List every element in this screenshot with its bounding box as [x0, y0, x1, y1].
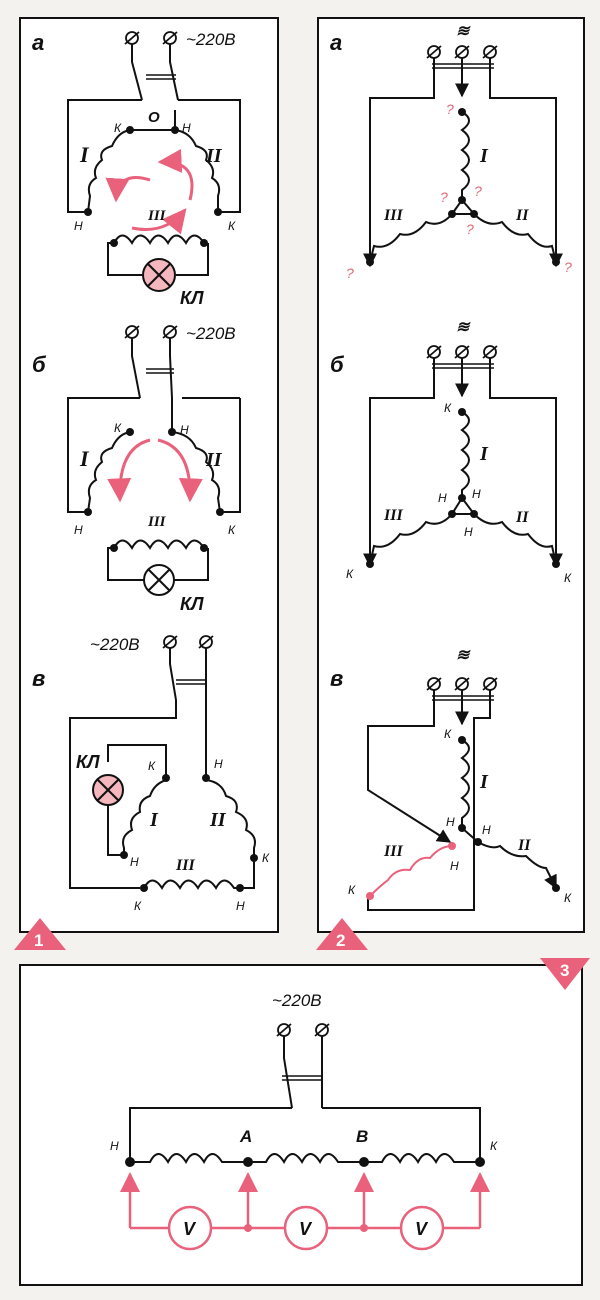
voltmeter-1	[167, 1205, 213, 1251]
label-2b-winding-2: II	[515, 509, 529, 526]
ac-symbol-2v: ≋	[456, 647, 471, 664]
label-2b-letter: б	[330, 352, 345, 377]
panel-1	[19, 17, 279, 933]
voltmeter-3-label: V	[415, 1219, 429, 1239]
label-2v-n-red: Н	[450, 859, 459, 873]
label-1a-n2: Н	[74, 219, 83, 233]
label-1b-letter: б	[32, 352, 47, 377]
voltmeter-1-label: V	[183, 1219, 197, 1239]
label-1v-n1: Н	[130, 855, 139, 869]
label-2v-n-mid: Н	[446, 815, 455, 829]
label-2v-winding-2: II	[517, 837, 531, 854]
voltage-label-3: ~220В	[272, 991, 322, 1010]
label-1v-k2: К	[262, 851, 270, 865]
badge-3: 3	[540, 958, 590, 990]
voltmeter-2-label: V	[299, 1219, 313, 1239]
label-1a-k2: К	[228, 219, 236, 233]
voltmeter-circuit	[120, 1172, 490, 1251]
label-2v-winding-1: I	[479, 771, 489, 793]
label-3-point-b: В	[356, 1127, 368, 1146]
diagram-2v: в ≋ К Н Н Н К К I III II	[330, 647, 572, 911]
label-1v-k3: К	[134, 899, 142, 913]
label-1a-winding-3: III	[147, 208, 167, 224]
label-1a-winding-2: II	[205, 145, 223, 167]
badge-1: 1	[14, 918, 66, 950]
diagram-1a: а ~220В О К Н Н К I II III КЛ	[32, 30, 241, 308]
label-1v-winding-1: I	[149, 809, 159, 831]
diagram-1b: б ~220В К Н Н К I II III КЛ	[32, 324, 241, 614]
label-2a-q1: ?	[446, 101, 454, 117]
label-1b-k1: К	[114, 421, 122, 435]
voltage-label-1b: ~220В	[186, 324, 236, 343]
voltage-label: ~220В	[186, 30, 236, 49]
label-1v-n2: Н	[214, 757, 223, 771]
diagram-1v: в ~220В КЛ К Н Н К К Н I II III	[32, 635, 270, 913]
panel-2	[317, 17, 585, 933]
svg-text:2: 2	[336, 931, 345, 950]
svg-text:3: 3	[560, 961, 569, 980]
label-1b-k2: К	[228, 523, 236, 537]
label-1a-lamp: КЛ	[180, 288, 204, 308]
label-1b-winding-1: I	[79, 446, 90, 471]
label-2a-winding-3: III	[383, 207, 403, 224]
label-1a-winding-1: I	[79, 142, 90, 167]
ac-symbol-2a: ≋	[456, 23, 471, 40]
label-3-point-a: А	[239, 1127, 252, 1146]
voltmeter-2	[283, 1205, 329, 1251]
label-2b-k-left: К	[346, 567, 354, 581]
label-1b-winding-2: II	[205, 449, 223, 471]
label-1b-n2: Н	[74, 523, 83, 537]
voltmeter-3	[399, 1205, 445, 1251]
label-2b-winding-1: I	[479, 443, 489, 465]
label-2b-n-left: Н	[438, 491, 447, 505]
label-3-n: Н	[110, 1139, 119, 1153]
label-2a-q2: ?	[440, 189, 448, 205]
label-3-k: К	[490, 1139, 498, 1153]
label-2a-winding-1: I	[479, 145, 489, 167]
label-2b-k-right: К	[564, 571, 572, 585]
label-2v-letter: в	[330, 666, 343, 691]
label-2a-winding-2: II	[515, 207, 529, 224]
label-1v-n3: Н	[236, 899, 245, 913]
label-1v-k1: К	[148, 759, 156, 773]
label-2v-winding-3: III	[383, 843, 403, 860]
badge-2: 2	[316, 918, 368, 950]
label-1b-winding-3: III	[147, 514, 167, 530]
label-1v-letter: в	[32, 666, 45, 691]
label-2a-q3: ?	[474, 183, 482, 199]
label-1a-k1: К	[114, 121, 122, 135]
diagram-2a: а ≋ ? ? ? ? ? ? I III II	[330, 23, 572, 281]
label-1a-letter: а	[32, 30, 44, 55]
label-2b-k-top: К	[444, 401, 452, 415]
label-2b-n-right: Н	[472, 487, 481, 501]
voltage-label-1v: ~220В	[90, 635, 140, 654]
label-2a-letter: а	[330, 30, 342, 55]
label-2a-q4: ?	[466, 221, 474, 237]
label-1v-lamp: КЛ	[76, 752, 100, 772]
label-2a-q6: ?	[564, 259, 572, 275]
label-2v-k-top: К	[444, 727, 452, 741]
label-2a-q5: ?	[346, 265, 354, 281]
label-2v-n-right: Н	[482, 823, 491, 837]
diagram-2b: б ≋ К Н Н Н К К I III II	[330, 319, 572, 585]
label-1a-n1: Н	[182, 121, 191, 135]
label-1v-winding-2: II	[209, 809, 227, 831]
label-1a-node-o: О	[148, 109, 160, 126]
label-1b-lamp: КЛ	[180, 594, 204, 614]
svg-text:1: 1	[34, 931, 43, 950]
ac-symbol-2b: ≋	[456, 319, 471, 336]
label-1v-winding-3: III	[175, 857, 195, 874]
label-2v-k-red: К	[348, 883, 356, 897]
diagram-3: ~220В Н А В К	[110, 991, 498, 1167]
label-2v-k-right: К	[564, 891, 572, 905]
label-2b-n-bottom: Н	[464, 525, 473, 539]
label-2b-winding-3: III	[383, 507, 403, 524]
label-1b-n1: Н	[180, 423, 189, 437]
